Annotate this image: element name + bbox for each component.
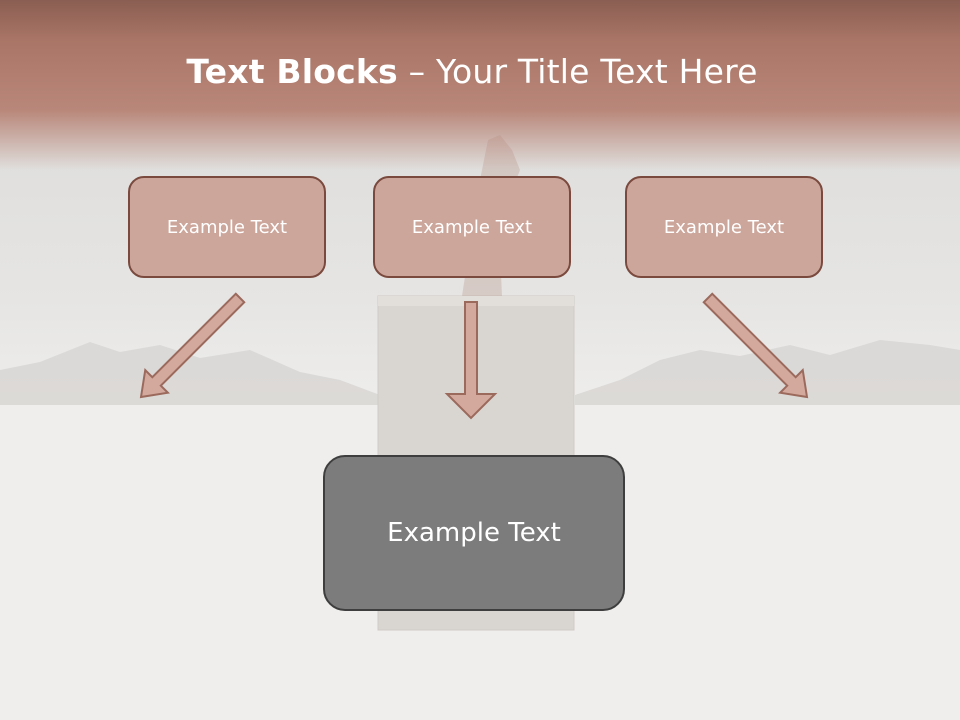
main-text-block-label: Example Text <box>387 518 561 548</box>
title-bold: Text Blocks <box>186 52 398 91</box>
down-left-arrow-icon <box>702 292 809 399</box>
text-block-1-label: Example Text <box>166 216 288 238</box>
mountains-left <box>0 342 380 405</box>
title-rest: – Your Title Text Here <box>397 52 758 91</box>
slide-title: Text Blocks – Your Title Text Here <box>0 52 944 91</box>
header-band <box>0 0 960 170</box>
mountains-right <box>575 340 960 405</box>
main-text-block[interactable]: Example Text <box>323 455 625 611</box>
text-block-3[interactable]: Example Text <box>625 176 823 278</box>
down-right-arrow-icon <box>139 292 246 399</box>
text-block-2[interactable]: Example Text <box>373 176 571 278</box>
down-arrow-icon <box>444 301 498 420</box>
text-block-1[interactable]: Example Text <box>128 176 326 278</box>
text-block-3-label: Example Text <box>663 216 785 238</box>
text-block-2-label: Example Text <box>411 216 533 238</box>
